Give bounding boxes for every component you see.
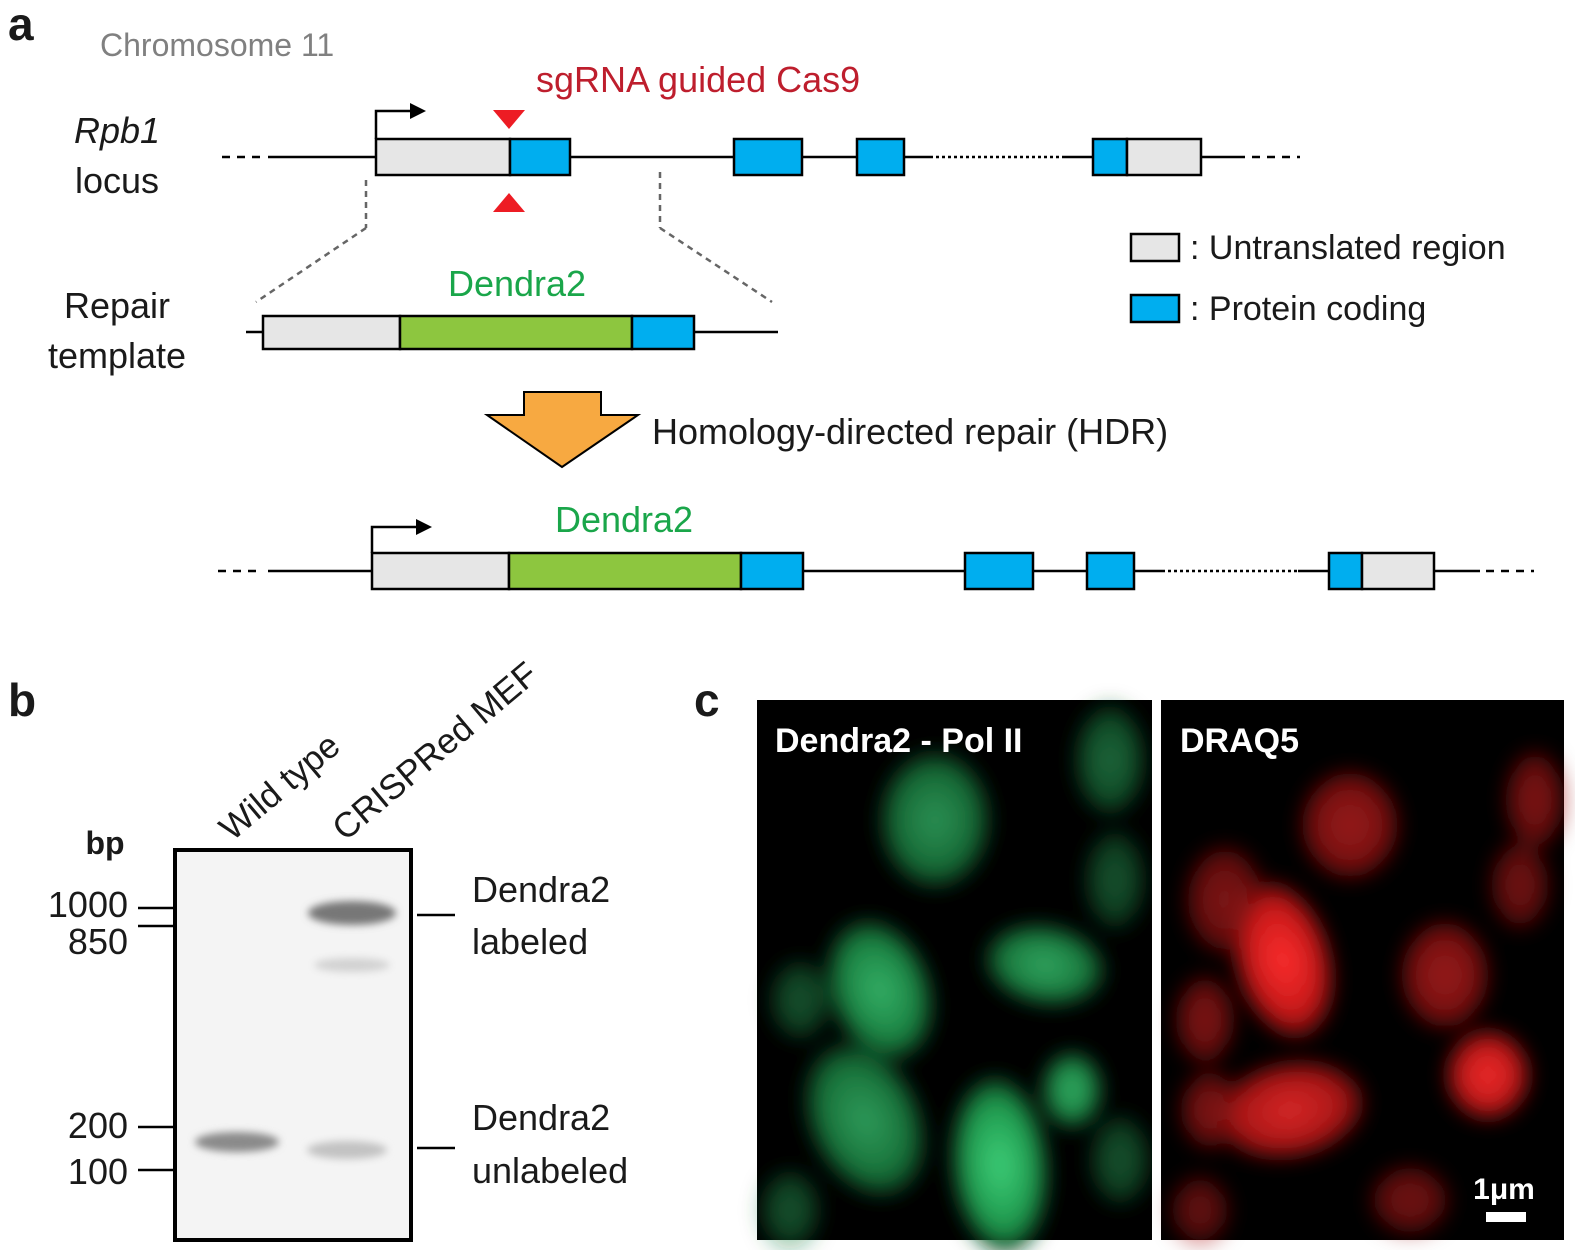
locus-label: locus [75,160,159,201]
draq5-image [1161,700,1565,1245]
last-exon-coding [1091,137,1129,177]
band-crispr-faint [314,958,390,972]
exon1-utr [374,137,512,177]
edited-locus [218,551,1534,591]
draq5-title: DRAQ5 [1180,722,1299,760]
gene-name: Rpb1 [74,110,160,151]
edited-exon2 [963,551,1035,591]
ladder-850: 850 [68,921,128,962]
band-wt-unlabeled [195,1132,279,1152]
unlabeled-line1: Dendra2 [472,1097,610,1138]
gel-image [173,848,413,1242]
dendra2-polII-image [757,700,1152,1250]
lane-label-crispred: CRISPRed MEF [325,654,545,848]
exon3 [855,137,906,177]
template-utr [261,314,402,351]
legend-coding-swatch [1129,293,1181,324]
template-dendra2 [398,314,634,351]
panel-letter-a: a [8,0,34,50]
zoom-line-left-diag [255,226,367,304]
ladder: 1000 850 200 100 [48,884,175,1192]
dendra2-label-result: Dendra2 [555,499,693,540]
chromosome-label: Chromosome 11 [100,27,334,63]
zoom-line-right-diag [659,226,773,304]
panel-letter-c: c [694,674,720,726]
edited-utr [370,551,511,591]
dendra2-label-template: Dendra2 [448,263,586,304]
band-crispr-labeled [308,901,396,925]
bp-unit-label: bp [85,825,124,861]
dendra2-polII-title: Dendra2 - Pol II [775,722,1023,760]
edited-exon3 [1085,551,1136,591]
legend-coding-label: : Protein coding [1190,290,1426,328]
exon1-coding [508,137,572,177]
ladder-100: 100 [68,1151,128,1192]
last-exon-utr [1125,137,1203,177]
scale-bar-label: 1μm [1473,1173,1535,1206]
image-divider [1152,700,1161,1240]
legend-utr-label: : Untranslated region [1190,229,1506,267]
ladder-1000: 1000 [48,884,128,925]
edited-last-exon-coding [1327,551,1364,591]
repair-label-line2: template [48,335,186,376]
repair-label-line1: Repair [64,285,170,326]
template-coding [630,314,696,351]
cas9-label: sgRNA guided Cas9 [536,59,860,100]
lane-label-wild-type: Wild type [212,726,347,848]
unlabeled-line2: unlabeled [472,1150,628,1191]
edited-last-exon-utr [1360,551,1436,591]
tss-arrow-icon [374,103,426,139]
edited-exon1-coding [739,551,805,591]
panel-letter-b: b [8,674,36,726]
legend: : Untranslated region : Protein coding [1129,229,1506,328]
hdr-arrow-icon [483,391,642,469]
legend-utr-swatch [1129,232,1181,263]
cut-marker-bottom-icon [493,193,525,212]
band-crispr-unlabeled [307,1141,387,1159]
edited-dendra2 [507,551,743,591]
tss-arrow-result-icon [370,519,432,553]
exon2 [732,137,804,177]
labeled-line2: labeled [472,921,588,962]
scale-bar [1486,1212,1526,1222]
cut-marker-top-icon [493,110,525,129]
ladder-200: 200 [68,1105,128,1146]
repair-template [246,314,778,351]
rpb1-locus [222,137,1300,177]
labeled-line1: Dendra2 [472,869,610,910]
hdr-label: Homology-directed repair (HDR) [652,411,1168,452]
